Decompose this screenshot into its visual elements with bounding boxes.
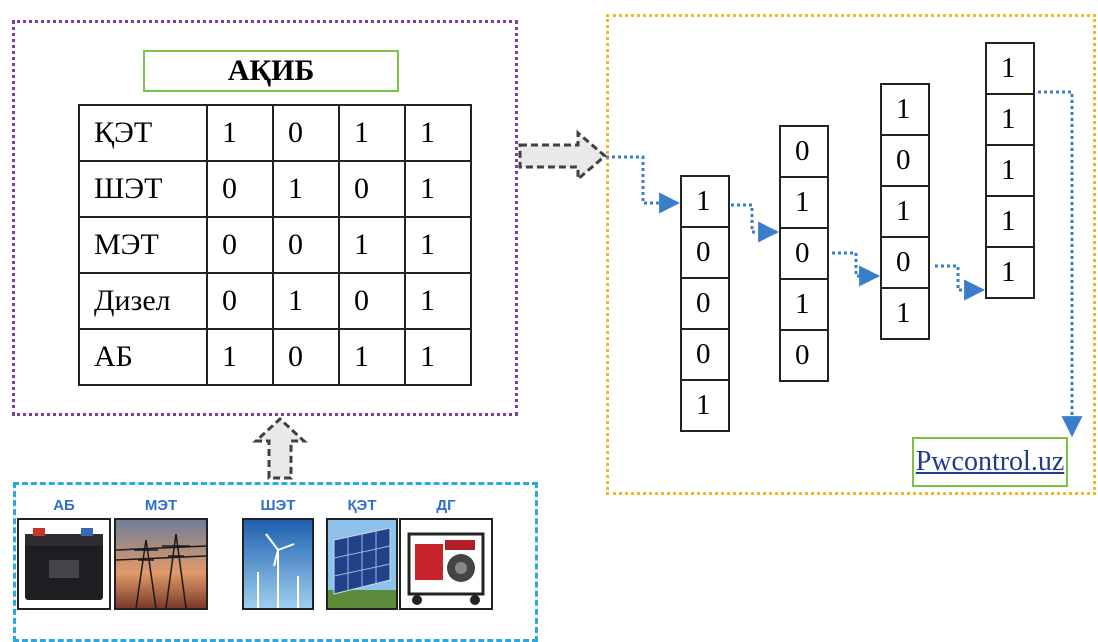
bit-cell: 0: [680, 277, 730, 330]
row-label: АБ: [78, 328, 208, 386]
table-cell: 1: [206, 328, 274, 386]
table-cell: 1: [404, 160, 472, 218]
table-cell: 0: [338, 160, 406, 218]
bit-cell: 0: [880, 134, 930, 187]
row-label: ШЭТ: [78, 160, 208, 218]
table-cell: 1: [338, 216, 406, 274]
table-cell: 1: [338, 328, 406, 386]
table-cell: 1: [404, 104, 472, 162]
bit-column-3: 1 0 1 0 1: [880, 83, 930, 340]
bit-cell: 0: [779, 227, 829, 280]
block-arrow-right: [518, 129, 608, 183]
table-row: МЭТ 0 0 1 1: [78, 216, 472, 274]
table-row: ШЭТ 0 1 0 1: [78, 160, 472, 218]
source-label: МЭТ: [144, 497, 178, 514]
table-cell: 0: [272, 328, 340, 386]
table-cell: 1: [272, 160, 340, 218]
connector-2: [731, 203, 780, 243]
connector-1: [606, 155, 681, 214]
table-cell: 1: [404, 328, 472, 386]
website-link-box[interactable]: Pwcontrol.uz: [912, 437, 1068, 487]
bit-column-1: 1 0 0 0 1: [680, 175, 730, 432]
table-cell: 1: [206, 104, 274, 162]
table-cell: 0: [206, 216, 274, 274]
table-title: АҚИБ: [143, 50, 399, 92]
block-arrow-up: [252, 416, 308, 480]
source-label: ШЭТ: [260, 497, 296, 514]
source-diesel-generator: ДГ: [398, 496, 494, 610]
table-row: ҚЭТ 1 0 1 1: [78, 104, 472, 162]
table-cell: 0: [272, 104, 340, 162]
table-row: Дизел 0 1 0 1: [78, 272, 472, 330]
table-row: АБ 1 0 1 1: [78, 328, 472, 386]
status-table: ҚЭТ 1 0 1 1 ШЭТ 0 1 0 1 МЭТ 0 0 1 1 Дизе…: [78, 104, 472, 386]
row-label: МЭТ: [78, 216, 208, 274]
right-frame: [606, 14, 1096, 495]
source-battery: АБ: [16, 496, 112, 610]
bit-column-4: 1 1 1 1 1: [985, 42, 1035, 299]
battery-icon: [17, 518, 111, 610]
solar-panel-icon: [326, 518, 398, 610]
bit-cell: 0: [779, 125, 829, 178]
connector-3: [832, 251, 881, 287]
connector-layer: [252, 90, 1083, 480]
table-cell: 0: [338, 272, 406, 330]
power-line-icon: [114, 518, 208, 610]
bit-column-2: 0 1 0 1 0: [779, 125, 829, 382]
bit-cell: 1: [985, 93, 1035, 146]
table-cell: 1: [338, 104, 406, 162]
table-cell: 0: [206, 160, 274, 218]
bit-cell: 1: [985, 144, 1035, 197]
bit-cell: 1: [779, 176, 829, 229]
website-link[interactable]: Pwcontrol.uz: [915, 446, 1065, 477]
source-wind: ШЭТ: [230, 496, 326, 610]
diesel-generator-icon: [399, 518, 493, 610]
connector-4: [935, 264, 986, 301]
source-label: ДГ: [436, 497, 456, 514]
bit-cell: 1: [985, 42, 1035, 95]
table-cell: 1: [404, 272, 472, 330]
source-power-line: МЭТ: [113, 496, 209, 610]
table-cell: 1: [272, 272, 340, 330]
bit-cell: 1: [880, 185, 930, 238]
bit-cell: 1: [985, 246, 1035, 299]
table-cell: 0: [206, 272, 274, 330]
source-solar: ҚЭТ: [314, 496, 410, 610]
row-label: Дизел: [78, 272, 208, 330]
bit-cell: 0: [779, 329, 829, 382]
bit-cell: 1: [880, 83, 930, 136]
bit-cell: 1: [880, 287, 930, 340]
wind-turbine-icon: [242, 518, 314, 610]
bit-cell: 1: [680, 379, 730, 432]
table-cell: 1: [404, 216, 472, 274]
left-frame: [12, 20, 518, 416]
connector-5: [1038, 90, 1083, 438]
bit-cell: 1: [680, 175, 730, 228]
source-label: ҚЭТ: [347, 497, 377, 514]
table-cell: 0: [272, 216, 340, 274]
source-label: АБ: [53, 497, 75, 514]
row-label: ҚЭТ: [78, 104, 208, 162]
